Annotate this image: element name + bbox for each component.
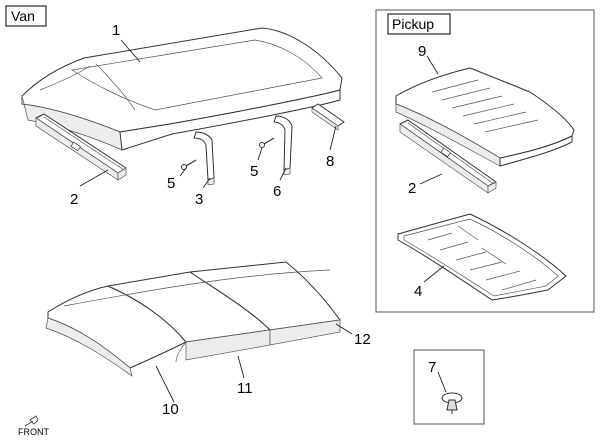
- screw-left: [181, 159, 197, 170]
- van-label-text: Van: [11, 8, 35, 24]
- callout-1: 1: [112, 22, 120, 39]
- callout-5-left: 5: [167, 175, 175, 192]
- pickup-group: Pickup: [375, 9, 595, 313]
- pickup-front-rail: [399, 119, 497, 194]
- front-direction-icon: [24, 415, 39, 427]
- van-front-rail: [35, 113, 127, 181]
- pickup-label-text: Pickup: [392, 16, 434, 32]
- callout-6: 6: [273, 183, 281, 200]
- callout-4: 4: [414, 283, 422, 300]
- leader-lines: [79, 39, 447, 403]
- van-roof-bow-right: [273, 115, 293, 176]
- van-headliner-rear: [63, 261, 341, 346]
- van-roof-bow-left: [193, 131, 215, 186]
- callout-2-pickup: 2: [408, 180, 416, 197]
- callout-10: 10: [162, 401, 179, 418]
- clip-detail-box: [413, 349, 485, 425]
- callout-12: 12: [354, 331, 371, 348]
- callout-3: 3: [195, 191, 203, 208]
- van-label: Van: [5, 5, 47, 27]
- screw-right: [259, 137, 275, 148]
- callout-9: 9: [418, 43, 426, 60]
- front-label: FRONT: [18, 427, 49, 437]
- callout-11: 11: [237, 380, 253, 397]
- pickup-roof: [395, 67, 575, 167]
- callout-5-right: 5: [250, 163, 258, 180]
- pickup-headliner-panel: [397, 213, 567, 301]
- callout-8: 8: [326, 153, 334, 170]
- van-roof: [21, 27, 343, 151]
- van-rear-rail: [311, 103, 345, 131]
- callout-2-van: 2: [70, 191, 78, 208]
- callout-7: 7: [428, 359, 436, 376]
